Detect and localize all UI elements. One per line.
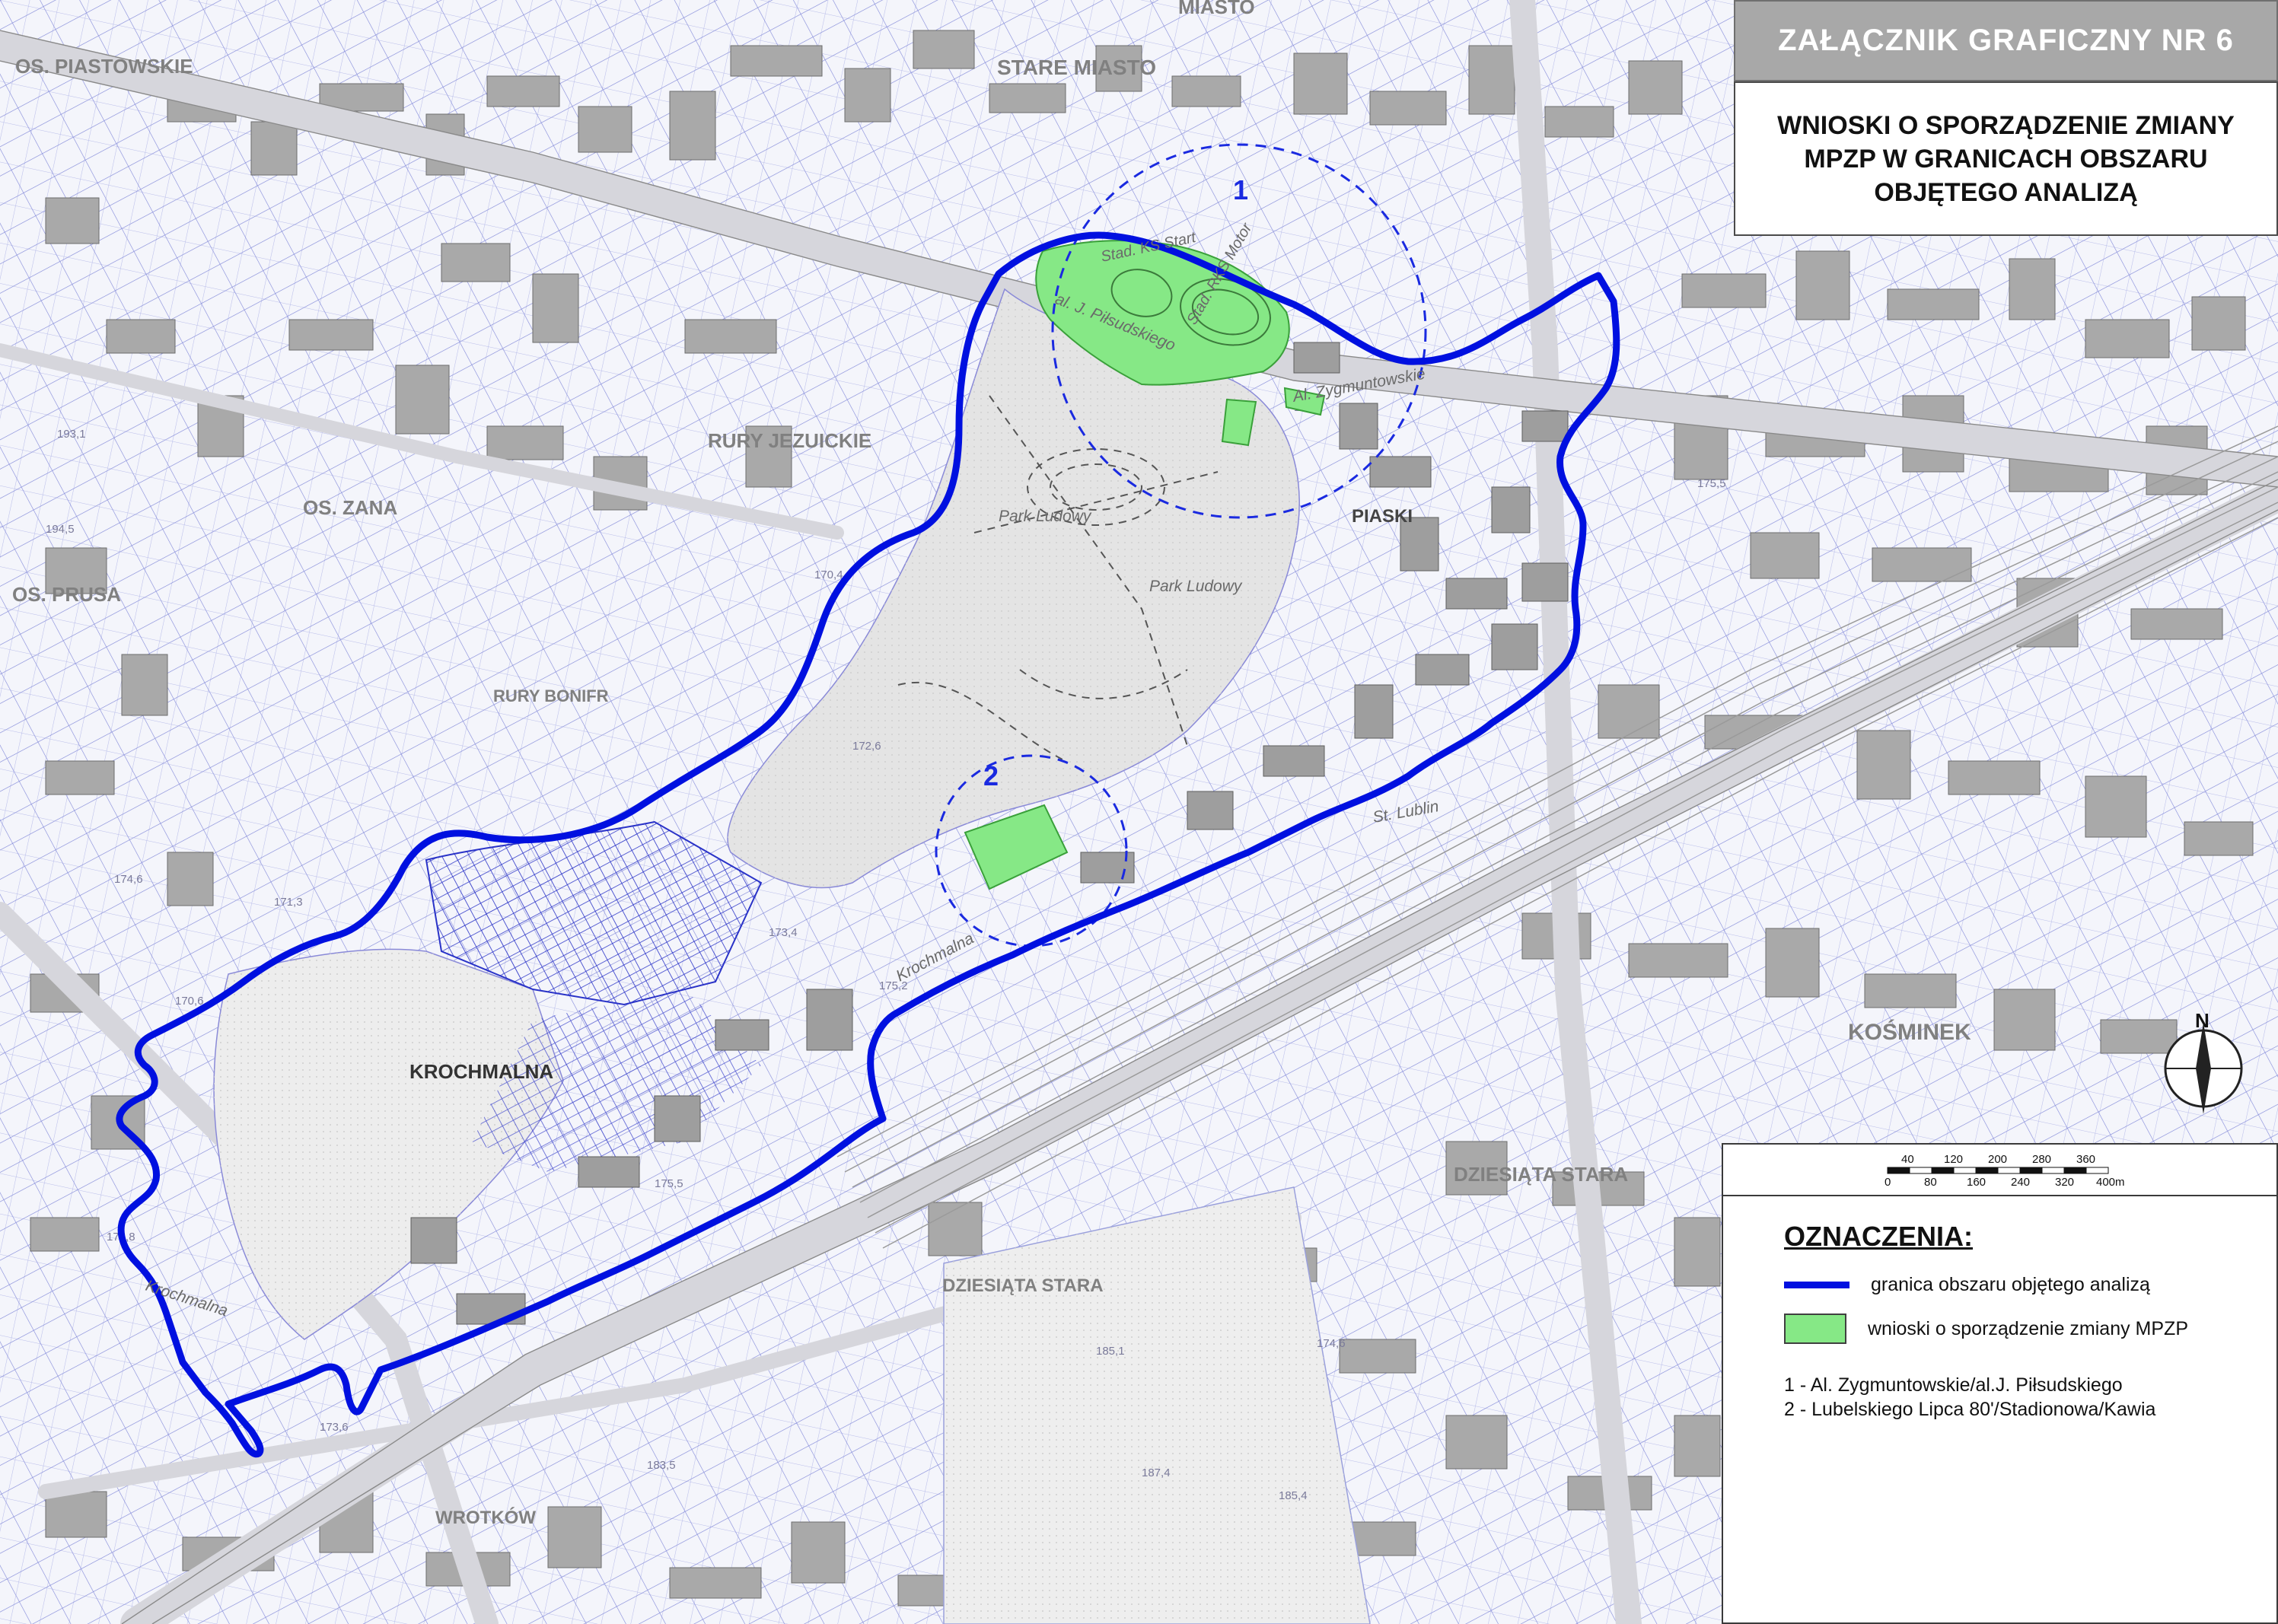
request-area-2[interactable] — [964, 804, 1069, 890]
scale-tick-label: 0 — [1885, 1176, 1891, 1189]
scale-tick-label: 160 — [1967, 1176, 1986, 1189]
park-paths — [897, 395, 1219, 762]
scale-tick-label: 240 — [2011, 1176, 2030, 1189]
subtitle-line-3: OBJĘTEGO ANALIZĄ — [1874, 177, 2138, 207]
area-buildings — [410, 342, 1569, 1325]
scale-tick-label: 320 — [2055, 1176, 2074, 1189]
spot-height: 170,6 — [175, 995, 204, 1008]
district-label: OS. ZANA — [303, 496, 397, 519]
scale-tick-label: 40 — [1901, 1153, 1914, 1166]
legend-item-label: wnioski o sporządzenie zmiany MPZP — [1868, 1317, 2188, 1339]
legend-item-label: granica obszaru objętego analizą — [1871, 1274, 2150, 1295]
spot-height: 174,6 — [114, 873, 143, 886]
scale-bar: 40 120 200 280 360 0 80 160 240 320 400m — [1885, 1153, 2125, 1189]
site-2-label: 2 — [983, 760, 999, 791]
spot-heights: 193,1 194,5 172,6 170,4 170,6 171,3 174,… — [46, 401, 1726, 1502]
district-label: MIASTO — [1178, 0, 1255, 18]
legend-item-request: wnioski o sporządzenie zmiany MPZP — [1784, 1314, 2188, 1344]
district-label: OS. PIASTOWSKIE — [15, 55, 193, 78]
district-label: WROTKÓW — [435, 1507, 536, 1528]
boundary-line-icon — [1784, 1282, 1849, 1288]
spot-height: 183,5 — [647, 1459, 676, 1472]
legend-note-1: 1 - Al. Zygmuntowskie/al.J. Piłsudskiego — [1784, 1374, 2123, 1396]
spot-height: 172,6 — [852, 740, 881, 753]
district-label: PIASKI — [1352, 506, 1413, 527]
north-arrow-icon: N — [2164, 1009, 2243, 1114]
request-area-1-annex-2[interactable] — [1283, 387, 1326, 416]
scale-tick-label: 360 — [2076, 1153, 2095, 1166]
scale-tick-label: 400m — [2096, 1176, 2125, 1189]
legend-divider — [1723, 1195, 2276, 1196]
subtitle-line-1: WNIOSKI O SPORZĄDZENIE ZMIANY — [1777, 110, 2235, 140]
site-1-label: 1 — [1233, 174, 1248, 205]
legend-title: OZNACZENIA: — [1784, 1221, 1973, 1252]
scale-tick-label: 80 — [1924, 1176, 1937, 1189]
district-label: RURY JEZUICKIE — [708, 429, 871, 452]
spot-height: 175,5 — [1697, 477, 1726, 490]
spot-height: 194,5 — [46, 523, 75, 536]
park-ludowy-texture — [728, 289, 1300, 888]
krochmalna-texture — [214, 949, 563, 1339]
district-label: KROCHMALNA — [409, 1060, 553, 1083]
legend-panel: 40 120 200 280 360 0 80 160 240 320 400m — [1722, 1143, 2278, 1624]
scale-tick-label: 280 — [2032, 1153, 2051, 1166]
spot-height: 174,6 — [1317, 1337, 1346, 1350]
north-label: N — [2195, 1009, 2210, 1032]
request-area-1-annex[interactable] — [1221, 398, 1257, 447]
scale-tick-label: 200 — [1988, 1153, 2007, 1166]
spot-height: 171,3 — [274, 896, 303, 909]
district-label: KOŚMINEK — [1848, 1019, 1971, 1045]
district-label: RURY BONIFR — [493, 686, 609, 705]
district-labels: OS. PIASTOWSKIE STARE MIASTO MIASTO RURY… — [12, 0, 1971, 1528]
request-area-swatch-icon — [1784, 1314, 1846, 1344]
subtitle-line-2: MPZP W GRANICACH OBSZARU — [1804, 144, 2208, 174]
street-label: Park Ludowy — [1149, 578, 1243, 595]
spot-height: 170,4 — [814, 568, 843, 581]
legend-note-2: 2 - Lubelskiego Lipca 80'/Stadionowa/Kaw… — [1784, 1399, 2156, 1420]
page-title: ZAŁĄCZNIK GRAFICZNY NR 6 — [1778, 24, 2234, 57]
spot-height: 173,4 — [769, 926, 798, 939]
spot-height: 175,2 — [879, 979, 908, 992]
title-panel: ZAŁĄCZNIK GRAFICZNY NR 6 — [1734, 0, 2278, 81]
district-label: DZIESIĄTA STARA — [1454, 1163, 1628, 1186]
open-area-dots — [944, 1187, 1370, 1624]
spot-height: 173,6 — [320, 1421, 349, 1434]
site-1-marker-circle — [1051, 143, 1427, 519]
spot-height: 187,4 — [1142, 1466, 1171, 1479]
stadium-tracks — [1110, 269, 1271, 346]
subtitle-panel: WNIOSKI O SPORZĄDZENIE ZMIANY MPZP W GRA… — [1734, 81, 2278, 236]
spot-height: 185,4 — [1279, 1489, 1308, 1502]
district-label: OS. PRUSA — [12, 583, 121, 606]
legend-item-boundary: granica obszaru objętego analizą — [1784, 1274, 2150, 1296]
spot-height: 185,1 — [1096, 1345, 1125, 1358]
district-label: DZIESIĄTA STARA — [942, 1275, 1104, 1296]
scale-tick-label: 120 — [1944, 1153, 1963, 1166]
railway-tracks — [836, 425, 2278, 1249]
spot-height: 193,1 — [57, 428, 86, 441]
street-label: Park Ludowy — [999, 508, 1092, 525]
district-label: STARE MIASTO — [997, 56, 1156, 79]
spot-height: 175,5 — [655, 1177, 683, 1190]
